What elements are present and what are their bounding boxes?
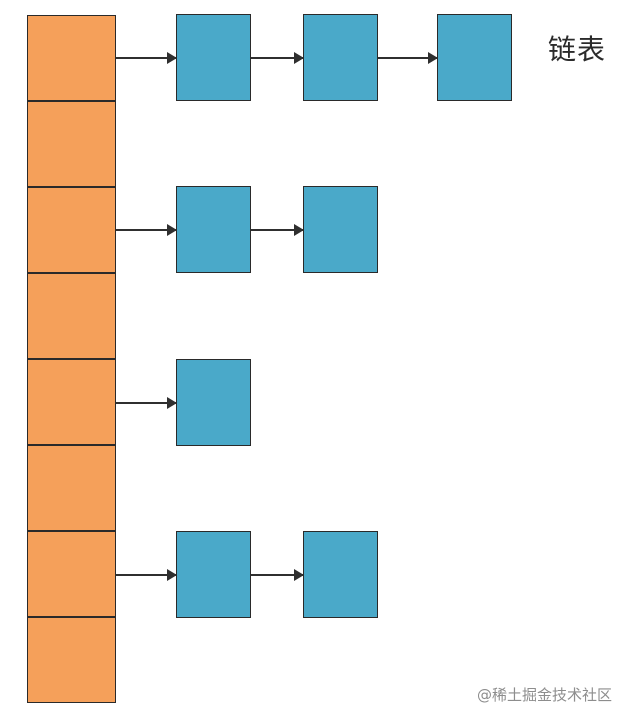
linked-list-label: 链表 (548, 33, 607, 66)
pointer-arrow (116, 569, 177, 581)
array-cell-1 (27, 15, 116, 101)
linked-list-node (303, 531, 378, 618)
pointer-arrow (116, 52, 177, 64)
array-cell-7 (27, 531, 116, 617)
array-cell-8 (27, 617, 116, 703)
watermark-text: @稀土掘金技术社区 (476, 686, 612, 704)
next-arrow (378, 52, 438, 64)
next-arrow (251, 52, 304, 64)
linked-list-node (176, 186, 251, 273)
array-cell-3 (27, 187, 116, 273)
array-cell-5 (27, 359, 116, 445)
pointer-arrow (116, 397, 177, 409)
pointer-arrow (116, 224, 177, 236)
linked-list-node (303, 186, 378, 273)
array-cell-4 (27, 273, 116, 359)
linked-list-node (437, 14, 512, 101)
linked-list-node (176, 359, 251, 446)
linked-list-node (303, 14, 378, 101)
array-cell-6 (27, 445, 116, 531)
array-cell-2 (27, 101, 116, 187)
next-arrow (251, 569, 304, 581)
linked-list-node (176, 531, 251, 618)
next-arrow (251, 224, 304, 236)
linked-list-node (176, 14, 251, 101)
